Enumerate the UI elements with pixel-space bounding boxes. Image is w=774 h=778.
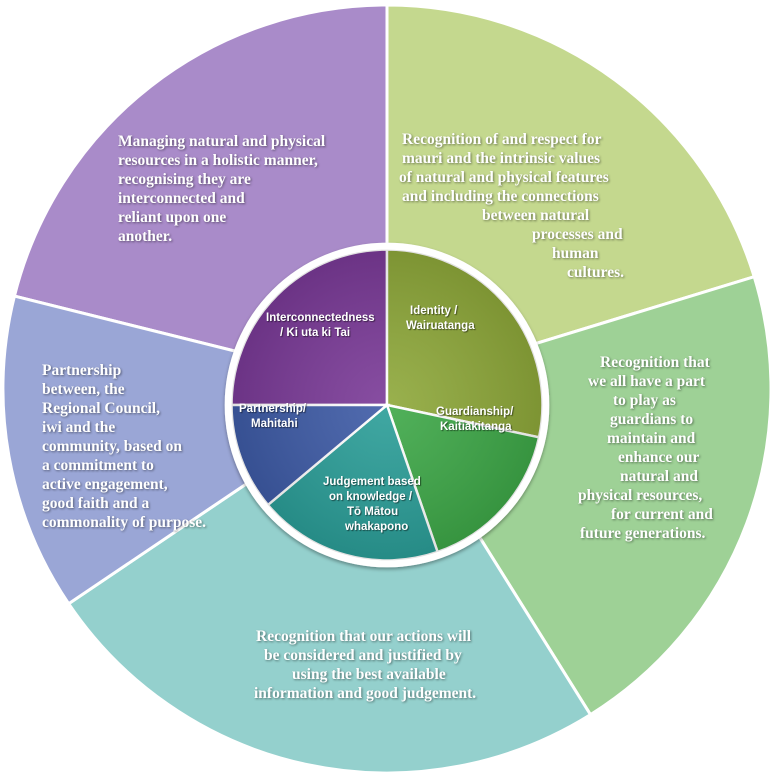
outer-text-line: Recognition that — [600, 354, 710, 371]
outer-text-line: enhance our — [618, 449, 700, 466]
outer-text-line: community, based on — [42, 438, 182, 455]
inner-label-line: Mahitahi — [251, 418, 298, 430]
outer-text-line: Partnership — [42, 362, 122, 379]
inner-label-line: Tō Mātou — [347, 506, 399, 518]
inner-label-line: Interconnectedness — [266, 312, 375, 324]
outer-text-line: interconnected and — [118, 190, 245, 207]
outer-text-judgement: Recognition that our actions will be cons… — [254, 627, 477, 703]
inner-label-partnership: Partnership/Mahitahi — [239, 402, 306, 432]
outer-text-line: human — [552, 245, 599, 262]
outer-text-line: another. — [118, 228, 173, 245]
outer-text-line: processes and — [532, 226, 623, 243]
outer-text-line: good faith and a — [42, 495, 150, 512]
outer-text-line: and including the connections — [402, 188, 599, 205]
outer-text-line: natural and — [620, 468, 698, 485]
outer-text-line: a commitment to — [42, 457, 154, 474]
inner-label-line: Wairuatanga — [406, 320, 475, 332]
outer-text-identity: Recognition of and respect for mauri and … — [399, 130, 624, 282]
inner-label-line: / Ki uta ki Tai — [280, 327, 351, 339]
outer-text-line: iwi and the — [42, 419, 116, 436]
outer-text-line: be considered and justified by — [264, 647, 462, 664]
outer-text-line: between natural — [482, 207, 590, 224]
outer-text-line: to play as — [613, 392, 676, 409]
outer-text-interconnectedness: Managing natural and physical resources i… — [118, 132, 325, 246]
outer-text-line: for current and — [611, 506, 713, 523]
outer-text-line: using the best available — [292, 666, 446, 683]
outer-text-line: Recognition that our actions will — [256, 628, 471, 645]
inner-label-line: whakapono — [345, 521, 409, 533]
outer-text-line: recognising they are — [118, 171, 251, 188]
outer-text-line: active engagement, — [42, 476, 168, 493]
outer-text-line: maintain and — [607, 430, 696, 447]
outer-text-line: information and good judgement. — [254, 685, 477, 702]
outer-text-line: of natural and physical features — [399, 169, 609, 186]
inner-label-identity: Identity / Wairuatanga — [406, 304, 475, 334]
inner-label-line: Kaitiakitanga — [440, 421, 512, 433]
outer-text-line: commonality of purpose. — [42, 514, 207, 531]
inner-label-line: on knowledge / — [329, 491, 413, 503]
outer-segment-judgement — [66, 386, 593, 775]
outer-text-line: future generations. — [580, 525, 706, 542]
inner-label-line: Judgement based — [323, 476, 421, 488]
inner-label-line: Guardianship/ — [436, 406, 514, 418]
outer-text-line: physical resources, — [578, 487, 703, 504]
outer-text-line: guardians to — [610, 411, 694, 428]
inner-label-judgement: Judgement based on knowledge / Tō Mātou wha… — [323, 475, 421, 535]
inner-label-line: Partnership/ — [239, 403, 307, 415]
outer-text-line: resources in a holistic manner, — [118, 152, 318, 169]
outer-text-line: between, the — [42, 381, 125, 398]
inner-label-line: Identity / — [410, 305, 458, 317]
outer-text-line: Managing natural and physical — [118, 133, 326, 150]
outer-text-line: cultures. — [567, 264, 624, 281]
outer-text-line: Recognition of and respect for — [402, 131, 602, 148]
inner-label-interconnectedness: Interconnectedness / Ki uta ki Tai — [266, 311, 375, 341]
outer-text-line: Regional Council, — [42, 400, 160, 417]
outer-text-line: mauri and the intrinsic values — [402, 150, 601, 167]
inner-label-guardianship: Guardianship/Kaitiakitanga — [436, 405, 513, 435]
outer-text-guardianship: Recognition that we all have a part to pla… — [578, 353, 713, 543]
outer-text-line: reliant upon one — [118, 209, 227, 226]
outer-text-line: we all have a part — [588, 373, 706, 390]
